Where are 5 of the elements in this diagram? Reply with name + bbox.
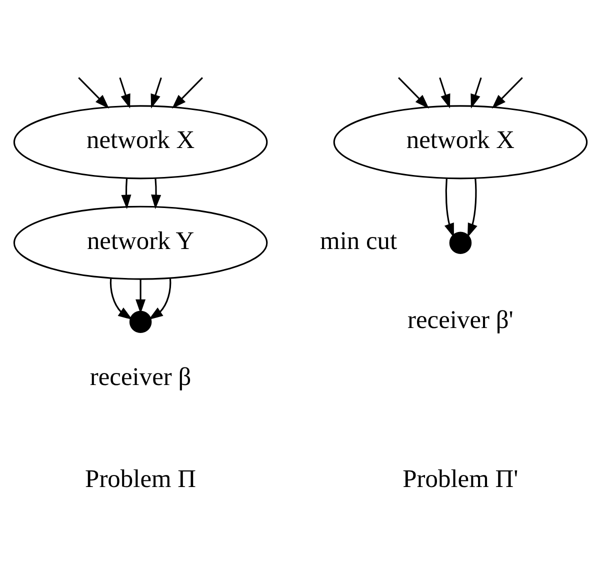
label: Problem Π' [402, 464, 518, 494]
label: Problem Π [85, 464, 196, 494]
label: min cut [320, 226, 398, 255]
node-label: receiver β' [408, 304, 514, 334]
node-label: receiver β [90, 362, 192, 392]
